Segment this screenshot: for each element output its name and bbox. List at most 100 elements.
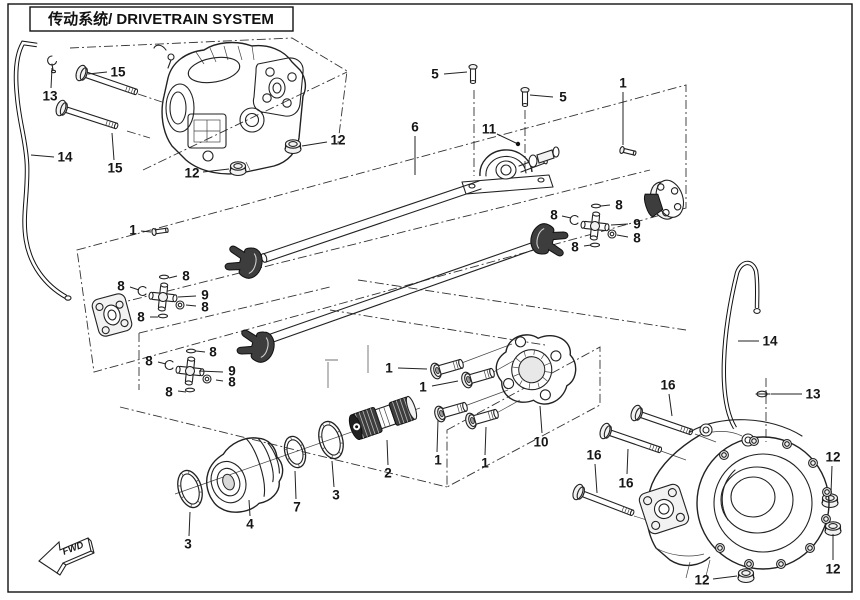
leader-line (386, 439, 389, 466)
bolt-1 (432, 398, 470, 424)
leader-line (443, 71, 468, 75)
leader-line (168, 275, 178, 279)
callout-14: 14 (57, 150, 73, 165)
callout-2: 2 (384, 466, 392, 481)
clip-left (47, 55, 58, 74)
callout-8: 8 (633, 231, 641, 246)
nut-12 (824, 521, 842, 537)
callout-8: 8 (615, 198, 623, 213)
leader-line (111, 132, 115, 161)
callout-9: 9 (201, 288, 209, 303)
callout-12: 12 (825, 562, 840, 577)
leader-line (215, 379, 224, 382)
callout-6: 6 (411, 120, 419, 135)
callout-1: 1 (434, 453, 442, 468)
leader-line (583, 244, 592, 247)
callout-1: 1 (481, 456, 489, 471)
bolt-16 (597, 421, 665, 459)
bolt-15-upper (73, 63, 141, 101)
leader-line (616, 234, 629, 238)
callout-3: 3 (332, 488, 340, 503)
callout-5: 5 (559, 90, 567, 105)
leader-line (529, 94, 554, 98)
leader-line (87, 71, 108, 75)
clip-right (755, 390, 771, 398)
leader-line (431, 380, 459, 387)
bolt-1 (463, 405, 501, 431)
leader-line (668, 393, 673, 417)
callout-7: 7 (293, 500, 301, 515)
callout-12: 12 (825, 450, 840, 465)
leader-line (561, 215, 572, 219)
callout-12: 12 (330, 133, 345, 148)
callout-8: 8 (137, 310, 145, 325)
callout-8: 8 (145, 354, 153, 369)
leader-line (331, 460, 335, 488)
callout-4: 4 (246, 517, 254, 532)
leader-line (177, 390, 187, 393)
splined-coupler (348, 395, 418, 440)
center-bearing (461, 146, 560, 195)
leader-line (248, 499, 251, 517)
leader-line (198, 370, 224, 373)
callout-3: 3 (184, 537, 192, 552)
leader-line (830, 465, 833, 494)
leader-line (294, 470, 297, 500)
leader-line (188, 511, 191, 537)
nut-12 (229, 161, 247, 177)
leader-line (177, 295, 197, 298)
leader-line (496, 133, 519, 145)
bolt-15-lower (53, 98, 121, 135)
callout-9: 9 (633, 217, 641, 232)
callout-8: 8 (228, 375, 236, 390)
bolt-1 (428, 355, 466, 381)
callout-12: 12 (184, 166, 199, 181)
companion-flange-left (91, 293, 133, 337)
callout-10: 10 (533, 435, 548, 450)
leader-line (301, 141, 328, 147)
nut-12 (284, 139, 302, 155)
callout-12: 12 (694, 573, 709, 588)
bolt-1 (459, 364, 497, 390)
leader-line (129, 286, 140, 291)
leader-line (484, 426, 487, 456)
leader-line (30, 154, 55, 158)
leader-line (600, 204, 611, 207)
boot (206, 437, 284, 513)
callout-16: 16 (618, 476, 634, 491)
bolt-5 (468, 63, 478, 85)
callout-8: 8 (571, 240, 579, 255)
callout-8: 8 (209, 345, 217, 360)
callout-15: 15 (110, 65, 126, 80)
shaft-yoke (527, 220, 570, 261)
callout-8: 8 (165, 385, 173, 400)
bolt-5 (520, 86, 530, 108)
callout-15: 15 (107, 161, 123, 176)
front-gearbox (153, 41, 307, 175)
leader-line (594, 463, 598, 494)
rear-differential (638, 419, 832, 579)
flange-yoke-right (644, 179, 685, 220)
callout-13: 13 (42, 89, 58, 104)
page-border (7, 3, 853, 593)
callout-13: 13 (805, 387, 821, 402)
title-box: 传动系统/ DRIVETRAIN SYSTEM (29, 6, 294, 32)
callout-16: 16 (660, 378, 676, 393)
leader-line (140, 230, 152, 233)
leader-line (202, 168, 230, 173)
bolt-16 (628, 403, 696, 441)
breather-hose-left (13, 40, 72, 301)
fwd-arrow: FWD (38, 537, 95, 576)
callout-1: 1 (129, 223, 137, 238)
leader-line (539, 405, 543, 434)
callout-8: 8 (550, 208, 558, 223)
leader-line (436, 419, 439, 453)
callout-1: 1 (419, 380, 427, 395)
page-title: 传动系统/ DRIVETRAIN SYSTEM (47, 10, 274, 28)
callout-8: 8 (182, 269, 190, 284)
leader-line (50, 67, 53, 89)
leader-line (397, 367, 428, 370)
